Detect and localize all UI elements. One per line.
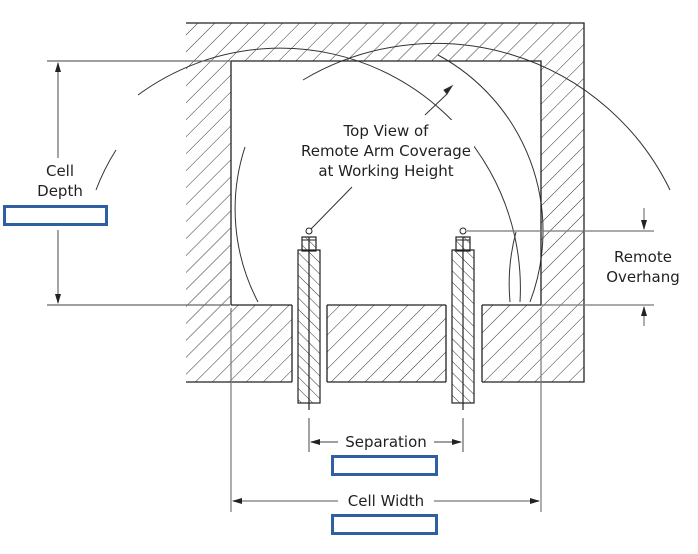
cell-walls [186, 22, 585, 383]
title-line-3: at Working Height [318, 162, 454, 180]
cell-depth-input[interactable] [3, 205, 108, 226]
title-background [296, 120, 474, 184]
remote-overhang-label: Remote Overhang [596, 247, 690, 287]
remote-overhang-label-line-1: Remote [614, 248, 672, 266]
diagram-title: Top View of Remote Arm Coverage at Worki… [286, 121, 486, 181]
cell-depth-label: Cell Depth [18, 161, 102, 201]
title-leaders [310, 84, 454, 230]
left-remote-arm [297, 227, 321, 410]
cell-depth-label-line-2: Depth [37, 182, 83, 200]
cell-width-input[interactable] [331, 514, 438, 535]
left-arm-coverage-arc [95, 149, 117, 191]
cell-width-label: Cell Width [347, 492, 425, 510]
remote-overhang-label-line-2: Overhang [606, 268, 680, 286]
right-remote-arm [451, 227, 475, 410]
cell-width-dimension [230, 308, 542, 512]
remote-overhang-dimension [467, 208, 654, 326]
separation-label: Separation [345, 433, 427, 451]
separation-dimension [308, 418, 464, 452]
title-line-1: Top View of [343, 122, 429, 140]
title-line-2: Remote Arm Coverage [300, 142, 472, 160]
separation-input[interactable] [331, 455, 438, 476]
cell-depth-dimension [47, 60, 230, 306]
cell-depth-label-line-1: Cell [45, 162, 75, 180]
